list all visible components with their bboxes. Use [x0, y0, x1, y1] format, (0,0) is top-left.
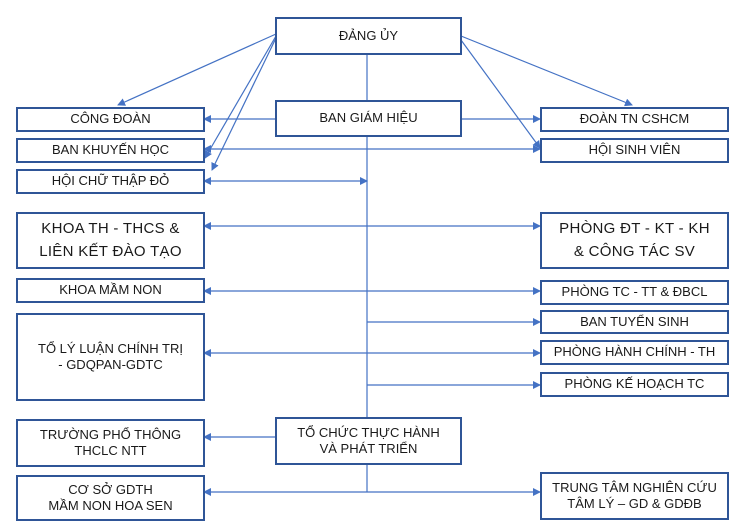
node-cong-doan: CÔNG ĐOÀN: [16, 107, 205, 132]
node-trung-tam: TRUNG TÂM NGHIÊN CỨU TÂM LÝ – GD & GDĐB: [540, 472, 729, 520]
node-hoi-chu-thap-do: HỘI CHỮ THẬP ĐỎ: [16, 169, 205, 194]
edge-danguy-congdoan: [117, 33, 277, 106]
node-khoa-th-thcs: KHOA TH - THCS & LIÊN KẾT ĐÀO TẠO: [16, 212, 205, 269]
edge-danguy-hoisinhvien: [460, 39, 541, 149]
node-ban-tuyen-sinh: BAN TUYỂN SINH: [540, 310, 729, 334]
node-hoi-sinh-vien: HỘI SINH VIÊN: [540, 138, 729, 163]
node-phong-dt: PHÒNG ĐT - KT - KH & CÔNG TÁC SV: [540, 212, 729, 269]
node-ban-giam-hieu: BAN GIÁM HIỆU: [275, 100, 462, 137]
edge-danguy-doantn: [460, 35, 633, 107]
node-khoa-mam-non: KHOA MẦM NON: [16, 278, 205, 303]
node-to-chuc-thuc-hanh: TỔ CHỨC THỰC HÀNH VÀ PHÁT TRIỂN: [275, 417, 462, 465]
edge-danguy-khuyenhoc: [204, 35, 277, 159]
node-doan-tn: ĐOÀN TN CSHCM: [540, 107, 729, 132]
node-truong-pho-thong: TRƯỜNG PHỔ THÔNG THCLC NTT: [16, 419, 205, 467]
node-co-so-gdth: CƠ SỞ GDTH MẦM NON HOA SEN: [16, 475, 205, 521]
node-dang-uy: ĐẢNG ỦY: [275, 17, 462, 55]
node-phong-tc: PHÒNG TC - TT & ĐBCL: [540, 280, 729, 305]
node-ban-khuyen-hoc: BAN KHUYẾN HỌC: [16, 138, 205, 163]
node-to-ly-luan: TỔ LÝ LUẬN CHÍNH TRỊ - GDQPAN-GDTC: [16, 313, 205, 401]
node-phong-hanh-chinh: PHÒNG HÀNH CHÍNH - TH: [540, 340, 729, 365]
node-phong-ke-hoach: PHÒNG KẾ HOẠCH TC: [540, 372, 729, 397]
